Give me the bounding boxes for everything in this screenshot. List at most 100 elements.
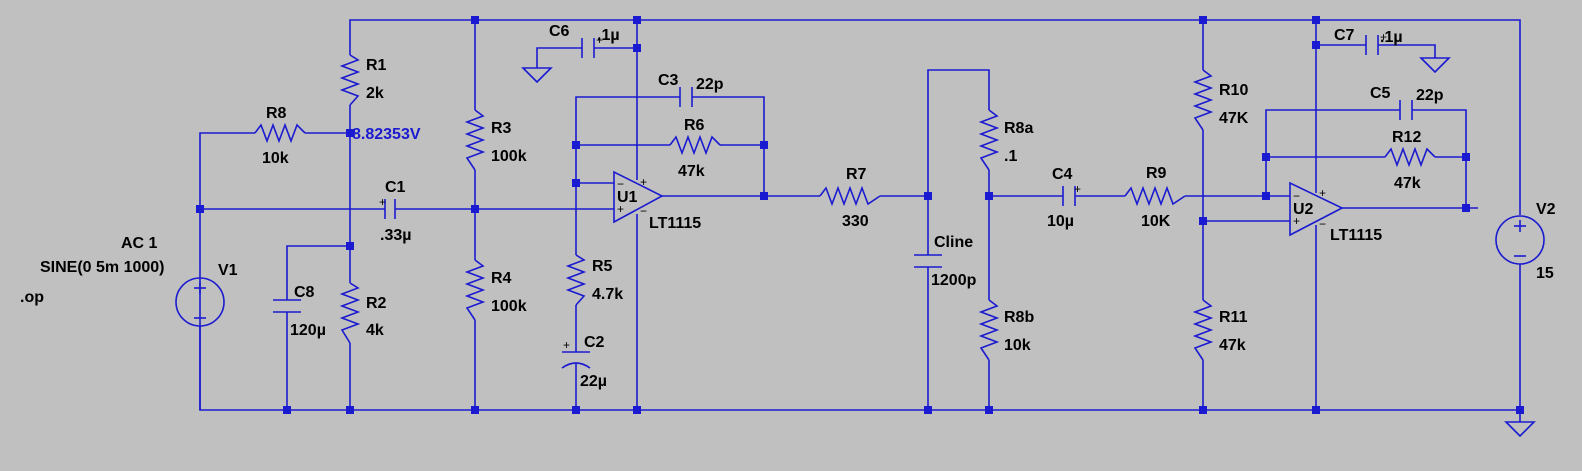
polarity-minus-u2-in: − <box>1293 189 1300 203</box>
resistor-r1-value: 2k <box>366 85 384 102</box>
polarity-plus-c6: + <box>596 33 603 47</box>
source-v1-spec-ac: AC 1 <box>121 235 158 252</box>
capacitor-c7-symbol <box>1365 35 1379 55</box>
capacitor-c8-symbol <box>273 299 301 313</box>
source-v1-spec-sine: SINE(0 5m 1000) <box>40 259 165 276</box>
junction <box>572 406 580 414</box>
wire-line-loop <box>927 69 990 196</box>
resistor-symbols <box>254 54 1436 361</box>
resistor-r8a-value: .1 <box>1004 148 1017 165</box>
resistor-r2-symbol <box>339 282 361 344</box>
resistor-r8b-value: 10k <box>1004 337 1031 354</box>
junction <box>346 406 354 414</box>
resistor-r5-name: R5 <box>592 258 613 275</box>
capacitor-c4-name: C4 <box>1052 166 1073 183</box>
junction <box>1199 217 1207 225</box>
resistor-r5-value: 4.7k <box>592 286 623 303</box>
junction <box>924 406 932 414</box>
resistor-r8b-name: R8b <box>1004 309 1034 326</box>
capacitor-c1-value: .33µ <box>380 227 411 244</box>
source-v2-symbol <box>1495 205 1545 275</box>
wire-c5-right <box>1412 109 1467 208</box>
junction <box>346 242 354 250</box>
resistor-r8a-symbol <box>978 109 1000 171</box>
polarity-minus-u1-supply: − <box>640 204 647 218</box>
resistor-r5-symbol <box>565 254 587 306</box>
resistor-r6-value: 47k <box>678 163 705 180</box>
capacitor-c4-symbol <box>1062 186 1076 206</box>
resistor-r1-name: R1 <box>366 57 387 74</box>
junction <box>1462 204 1470 212</box>
net-voltage-label: 8.82353V <box>352 126 421 143</box>
resistor-r7-symbol <box>819 185 881 207</box>
junction <box>1312 406 1320 414</box>
junction <box>1262 192 1270 200</box>
polarity-plus-c1: + <box>379 195 386 209</box>
capacitor-c5-symbol <box>1399 100 1413 120</box>
junction <box>572 141 580 149</box>
resistor-r11-name: R11 <box>1219 309 1248 326</box>
capacitor-c6-value: .1µ <box>597 27 620 44</box>
resistor-r9-value: 10K <box>1141 213 1171 230</box>
resistor-r10-value: 47K <box>1219 110 1249 127</box>
capacitor-c2-name: C2 <box>584 334 605 351</box>
junction <box>196 205 204 213</box>
capacitor-c2-symbol <box>561 351 591 369</box>
junction <box>633 44 641 52</box>
capacitor-cline-name: Cline <box>934 234 973 251</box>
wire-u2-feedback-left <box>1265 109 1400 196</box>
resistor-r7-value: 330 <box>842 213 869 230</box>
junction <box>471 205 479 213</box>
resistor-r11-value: 47k <box>1219 337 1246 354</box>
wire-c8-node <box>286 245 350 300</box>
resistor-r6-name: R6 <box>684 117 705 134</box>
source-v2-name: V2 <box>1536 201 1556 218</box>
resistor-r7-name: R7 <box>846 166 867 183</box>
capacitor-c3-name: C3 <box>658 72 679 89</box>
resistor-r9-symbol <box>1124 185 1186 207</box>
ground-symbol <box>521 67 553 84</box>
resistor-r3-name: R3 <box>491 120 512 137</box>
wire-top-rail <box>349 19 1521 205</box>
opamp-u2-symbol <box>1289 181 1344 237</box>
resistor-r12-symbol <box>1384 146 1436 168</box>
resistor-r6-symbol <box>669 134 721 156</box>
junction <box>924 192 932 200</box>
capacitor-c7-value: .1µ <box>1380 29 1403 46</box>
ground-symbol <box>1419 57 1451 74</box>
resistor-r4-value: 100k <box>491 298 527 315</box>
resistor-r4-symbol <box>464 259 486 321</box>
capacitor-symbols <box>273 35 1413 369</box>
capacitor-c8-value: 120µ <box>290 322 326 339</box>
capacitor-c1-symbol <box>384 199 396 219</box>
source-v2-value: 15 <box>1536 265 1554 282</box>
directive-op: .op <box>20 289 44 306</box>
polarity-plus-c4: + <box>1074 182 1081 196</box>
junction <box>1462 153 1470 161</box>
capacitor-c3-symbol <box>679 87 693 107</box>
junction <box>572 179 580 187</box>
resistor-r8b-symbol <box>978 299 1000 361</box>
junction <box>633 16 641 24</box>
resistor-r3-value: 100k <box>491 148 527 165</box>
opamp-u2-model: LT1115 <box>1330 227 1382 244</box>
junction <box>1199 406 1207 414</box>
junction <box>1312 41 1320 49</box>
resistor-r12-value: 47k <box>1394 175 1421 192</box>
junctions <box>196 16 1524 414</box>
wire-c7-right <box>1378 44 1436 58</box>
capacitor-c2-value: 22µ <box>580 373 607 390</box>
junction <box>471 16 479 24</box>
resistor-r10-symbol <box>1192 69 1214 131</box>
resistor-r2-value: 4k <box>366 322 384 339</box>
wire-ground-rail <box>199 275 1521 411</box>
source-v1-name: V1 <box>218 262 238 279</box>
junction <box>760 192 768 200</box>
resistor-r12-name: R12 <box>1392 129 1421 146</box>
junction <box>985 406 993 414</box>
capacitor-cline-symbol <box>914 254 942 268</box>
capacitor-c5-value: 22p <box>1416 87 1444 104</box>
junction <box>471 406 479 414</box>
polarity-plus-c2: + <box>563 338 570 352</box>
